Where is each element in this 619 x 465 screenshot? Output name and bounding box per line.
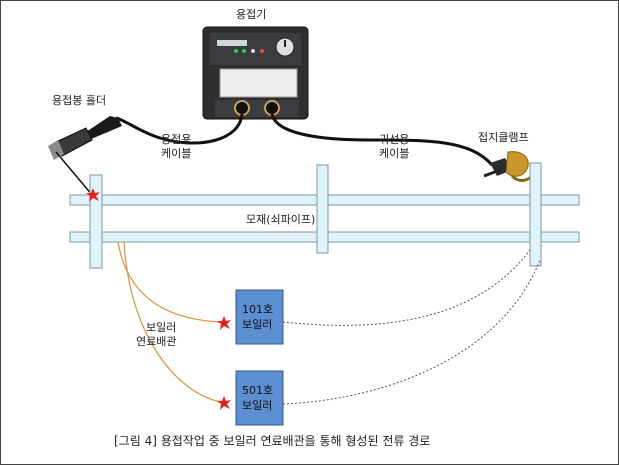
welding-cable-label-line2: 케이블 [161,147,191,160]
holder-label: 용접봉 홀더 [52,94,106,107]
figure-caption: [그림 4] 용접작업 중 보일러 연료배관을 통해 형성된 전류 경로 [114,434,430,448]
boiler-101-label-line2: 보일러 [242,317,272,331]
boiler-501-label-line1: 501호 [242,384,273,397]
boiler-pipe-label-line2: 연료배관 [136,335,176,348]
welding-cable-label-line1: 용접용 [161,133,191,146]
welder-output-terminal-right [264,100,280,116]
welding-machine [202,26,309,120]
current-path-to-101 [117,241,223,323]
pipe-support-middle [316,164,329,254]
boiler-501-label-line2: 보일러 [242,398,272,412]
boiler-501 [235,370,284,426]
return-path-from-101 [282,249,531,326]
electrode-rod [55,151,94,197]
boiler-101 [235,289,284,345]
return-cable [270,113,494,166]
boiler-pipe-label-line1: 보일러 [146,320,176,334]
welding-cable [115,113,244,145]
return-cable-label-line1: 귀선용 [379,133,409,146]
pipe-support-right [529,162,542,267]
pipe-support-left [89,174,103,269]
current-path-to-501 [123,241,223,403]
ground-clamp [483,151,534,182]
ground-clamp-label: 접지클램프 [478,131,529,144]
return-cable-label-line2: 케이블 [379,147,409,160]
welder-label: 용접기 [236,8,266,21]
base-metal-label: 모재(쇠파이프) [246,213,315,226]
welder-output-terminal-left [234,100,250,116]
electrode-holder [48,116,122,197]
spark-icon-101 [217,316,231,330]
spark-icon-501 [217,396,231,410]
return-path-from-501 [282,259,541,405]
boiler-101-label-line1: 101호 [242,303,273,316]
spark-icon-contact [86,188,100,202]
